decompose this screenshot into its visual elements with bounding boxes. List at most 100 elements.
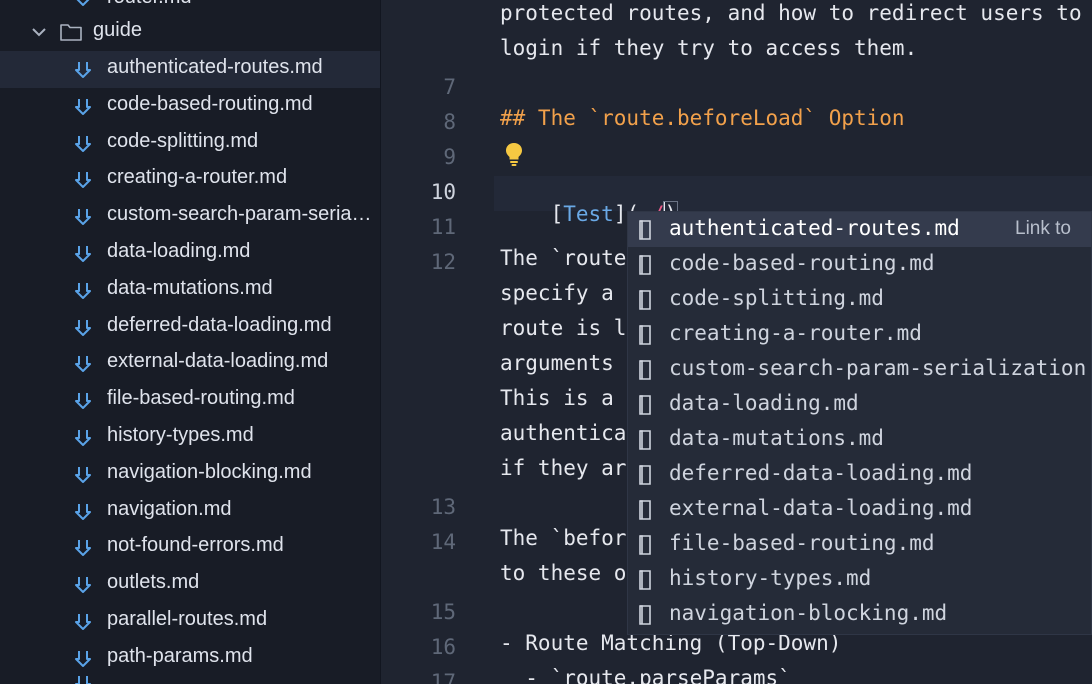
suggestion-label: data-mutations.md [669, 426, 884, 450]
chevron-down-icon [32, 28, 46, 37]
folder-icon [60, 24, 82, 41]
file-explorer: router.md guide authenticated-routes.md c… [0, 0, 381, 684]
file-item[interactable]: deferred-data-loading.md [0, 309, 380, 346]
line-number: 8 [443, 110, 456, 134]
markdown-file-icon [75, 676, 91, 684]
file-item-label: custom-search-param-serialization.md [107, 203, 372, 226]
file-item[interactable]: creating-a-router.md [0, 161, 380, 198]
code-line: login if they try to access them. [500, 36, 918, 60]
markdown-file-icon [75, 503, 91, 520]
file-item[interactable]: not-found-errors.md [0, 529, 380, 566]
suggestion-label: external-data-loading.md [669, 496, 973, 520]
file-item[interactable]: code-splitting.md [0, 125, 380, 162]
current-line-highlight [494, 176, 1092, 211]
file-item[interactable]: parallel-routes.md [0, 603, 380, 640]
suggestion-label: creating-a-router.md [669, 321, 922, 345]
file-icon [639, 500, 651, 520]
file-icon [639, 535, 651, 555]
file-item[interactable]: custom-search-param-serialization.md [0, 198, 380, 235]
suggestion-label: authenticated-routes.md [669, 216, 960, 240]
markdown-file-icon [76, 0, 90, 6]
line-number: 14 [430, 530, 456, 554]
file-item[interactable]: data-mutations.md [0, 272, 380, 309]
suggestion-item[interactable]: creating-a-router.md [628, 317, 1091, 352]
line-number: 17 [430, 670, 456, 684]
file-item[interactable]: path-params.md [0, 640, 380, 677]
suggestion-item[interactable]: file-based-routing.md [628, 527, 1091, 562]
folder-guide[interactable]: guide [0, 14, 380, 50]
suggestion-item[interactable]: authenticated-routes.md Link to [628, 212, 1091, 247]
markdown-file-icon [75, 135, 91, 152]
file-item-label: parallel-routes.md [107, 607, 268, 630]
file-item-label: navigation.md [107, 497, 232, 520]
line-number: 11 [430, 215, 456, 239]
folder-label: guide [93, 19, 142, 41]
suggestion-label: code-based-routing.md [669, 251, 935, 275]
suggestion-item[interactable]: code-splitting.md [628, 282, 1091, 317]
suggestion-label: data-loading.md [669, 391, 859, 415]
file-icon [639, 255, 651, 275]
markdown-file-icon [75, 98, 91, 115]
file-icon [639, 605, 651, 625]
line-number: 13 [430, 495, 456, 519]
line-number: 9 [443, 145, 456, 169]
file-item[interactable]: data-loading.md [0, 235, 380, 272]
markdown-file-icon [75, 393, 91, 410]
line-number: 16 [430, 635, 456, 659]
file-icon [639, 570, 651, 590]
file-icon [639, 220, 651, 240]
suggestion-item[interactable]: data-loading.md [628, 387, 1091, 422]
line-number: 10 [430, 180, 456, 204]
markdown-file-icon [75, 209, 91, 226]
file-item-label: not-found-errors.md [107, 534, 284, 557]
suggestion-item[interactable]: data-mutations.md [628, 422, 1091, 457]
markdown-file-icon [75, 356, 91, 373]
markdown-file-icon [75, 245, 91, 262]
file-item[interactable]: external-data-loading.md [0, 345, 380, 382]
markdown-file-icon [75, 172, 91, 189]
suggestion-item[interactable]: history-types.md [628, 562, 1091, 597]
file-item[interactable]: code-based-routing.md [0, 88, 380, 125]
suggestion-detail: Link to [1015, 218, 1071, 239]
file-icon [639, 430, 651, 450]
file-item-label: data-loading.md [107, 239, 251, 262]
file-item-label: file-based-routing.md [107, 387, 295, 410]
suggestion-label: code-splitting.md [669, 286, 884, 310]
suggestion-label: deferred-data-loading.md [669, 461, 973, 485]
suggestion-item[interactable]: deferred-data-loading.md [628, 457, 1091, 492]
link-text: Test [563, 202, 614, 226]
code-line: - Route Matching (Top-Down) [500, 631, 842, 655]
file-item-label: external-data-loading.md [107, 350, 329, 373]
file-item[interactable]: navigation-blocking.md [0, 456, 380, 493]
suggestion-label: navigation-blocking.md [669, 601, 948, 625]
file-item[interactable]: navigation.md [0, 493, 380, 530]
file-item[interactable]: history-types.md [0, 419, 380, 456]
markdown-heading: ## The `route.beforeLoad` Option [500, 106, 905, 130]
file-item-label: router.md [107, 0, 191, 9]
file-item-label: path-params.md [107, 644, 253, 667]
markdown-file-icon [75, 577, 91, 594]
suggestion-item[interactable]: external-data-loading.md [628, 492, 1091, 527]
lightbulb-icon[interactable] [504, 141, 524, 167]
file-list: authenticated-routes.md code-based-routin… [0, 51, 380, 677]
file-icon [639, 360, 651, 380]
suggestion-label: history-types.md [669, 566, 872, 590]
markdown-file-icon [75, 62, 91, 78]
markdown-file-icon [75, 613, 91, 630]
markdown-file-icon [75, 650, 91, 667]
code-line: - `route.parseParams` [500, 666, 791, 684]
file-item-label: code-based-routing.md [107, 92, 313, 115]
markdown-file-icon [75, 540, 91, 557]
file-item[interactable]: file-based-routing.md [0, 382, 380, 419]
file-item-label: code-splitting.md [107, 129, 259, 152]
suggestion-item[interactable]: code-based-routing.md [628, 247, 1091, 282]
suggestion-item[interactable]: custom-search-param-serialization.md [628, 352, 1091, 387]
suggestion-item[interactable]: navigation-blocking.md [628, 597, 1091, 632]
markdown-file-icon [75, 466, 91, 483]
markdown-file-icon [75, 429, 91, 446]
suggestion-label: file-based-routing.md [669, 531, 935, 555]
file-icon [639, 325, 651, 345]
file-item[interactable]: outlets.md [0, 566, 380, 603]
file-item[interactable]: authenticated-routes.md [0, 51, 380, 88]
markdown-file-icon [75, 319, 91, 336]
